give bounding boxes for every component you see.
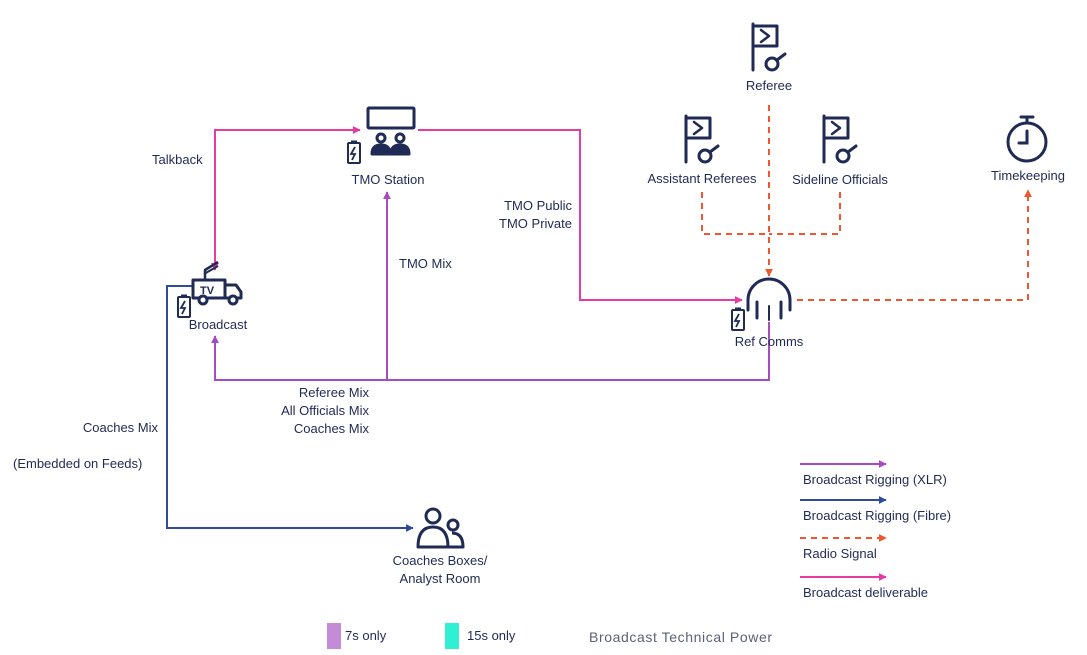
battery-bolt-icon [177, 294, 191, 318]
flag-whistle-icon [684, 114, 720, 164]
assistant-referees-label: Assistant Referees [647, 171, 757, 186]
broadcast-label: Broadcast [188, 317, 248, 332]
talkback-link [211, 126, 361, 271]
tmo-public-private-link [418, 129, 743, 304]
timekeeping-label: Timekeeping [991, 168, 1065, 183]
assistant-referees-radio-link [701, 192, 769, 235]
mix-labels: Referee Mix All Officials Mix Coaches Mi… [230, 384, 369, 438]
battery-bolt-icon [347, 140, 361, 164]
swatch-15s [445, 623, 459, 649]
tmo-private-label: TMO Private [499, 216, 572, 231]
swatch-7s [327, 623, 341, 649]
legend-label-xlr: Broadcast Rigging (XLR) [803, 472, 947, 487]
monitor-people-icon [366, 106, 416, 156]
sideline-officials-radio-link [769, 192, 841, 235]
referee-label: Referee [745, 78, 793, 93]
tv-truck-icon: TV [191, 260, 243, 306]
battery-bolt-icon [731, 307, 745, 331]
tmo-station-label: TMO Station [351, 172, 425, 187]
people-icon [416, 507, 465, 549]
coaches-boxes-label-line2: Analyst Room [399, 571, 481, 586]
coaches-mix-link [166, 285, 414, 532]
ref-comms-mix-trunk [211, 322, 770, 381]
flag-whistle-icon [751, 22, 787, 72]
tmo-public-label: TMO Public [504, 198, 572, 213]
timekeeping-radio-link [797, 189, 1032, 301]
swatch-15s-label: 15s only [467, 628, 516, 643]
ref-comms-label: Ref Comms [734, 334, 804, 349]
talkback-label: Talkback [152, 152, 203, 167]
legend-label-fibre: Broadcast Rigging (Fibre) [803, 508, 952, 523]
coaches-mix-label-center: Coaches Mix [293, 421, 369, 436]
legend-label-radio: Radio Signal [803, 546, 877, 561]
flag-whistle-icon [822, 114, 858, 164]
referee-mix-label: Referee Mix [298, 385, 369, 400]
tmo-mix-label: TMO Mix [399, 256, 452, 271]
coaches-boxes-label: Coaches Boxes/ Analyst Room [375, 552, 505, 588]
legend-label-deliverable: Broadcast deliverable [803, 585, 929, 600]
svg-text:TV: TV [200, 285, 215, 297]
coaches-mix-label-left: Coaches Mix [82, 420, 158, 435]
brand-text: Broadcast Technical Power [589, 629, 773, 645]
tmo-public-private-label: TMO Public TMO Private [452, 197, 572, 233]
all-officials-mix-label: All Officials Mix [281, 403, 369, 418]
stopwatch-icon [1006, 115, 1048, 163]
headset-icon [746, 277, 792, 321]
sideline-officials-label: Sideline Officials [792, 172, 888, 187]
swatch-7s-label: 7s only [345, 628, 387, 643]
embedded-on-feeds-label: (Embedded on Feeds) [13, 456, 143, 471]
coaches-boxes-label-line1: Coaches Boxes/ [392, 553, 488, 568]
